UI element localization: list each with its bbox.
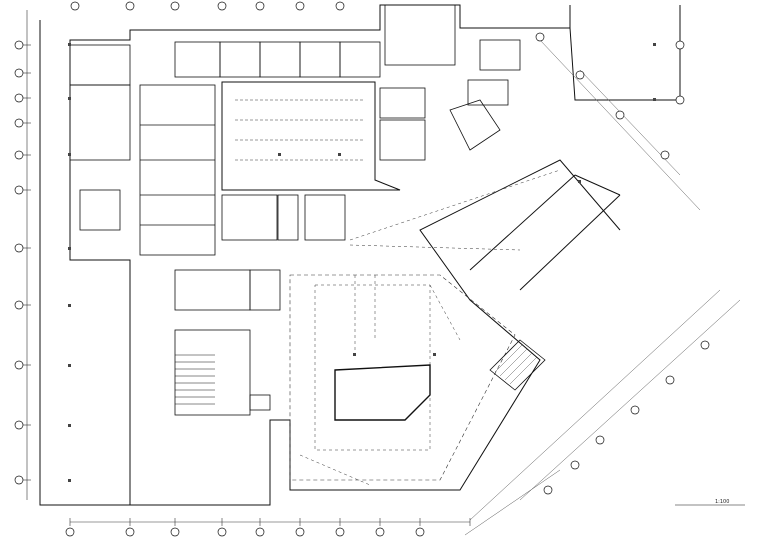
right-rooms <box>379 79 509 161</box>
lower-stair-block <box>174 329 271 416</box>
building-outline <box>39 4 681 506</box>
title-block: 1:100 <box>675 499 745 506</box>
left-wing-rooms <box>69 44 216 256</box>
utility-rooms <box>174 194 346 311</box>
column-axis-bubbles <box>65 527 425 537</box>
column-markers <box>68 43 656 482</box>
scale-note: 1:100 <box>715 499 729 505</box>
central-space <box>289 169 561 486</box>
top-rooms <box>174 4 521 78</box>
bottom-dimension-line <box>69 518 471 526</box>
left-dimension-line <box>23 10 31 500</box>
diagonal-grid-lines <box>464 39 741 536</box>
top-right-axis-bubbles <box>70 1 710 495</box>
east-wing <box>469 174 621 391</box>
main-hall <box>221 81 401 191</box>
row-axis-bubbles <box>14 40 24 485</box>
